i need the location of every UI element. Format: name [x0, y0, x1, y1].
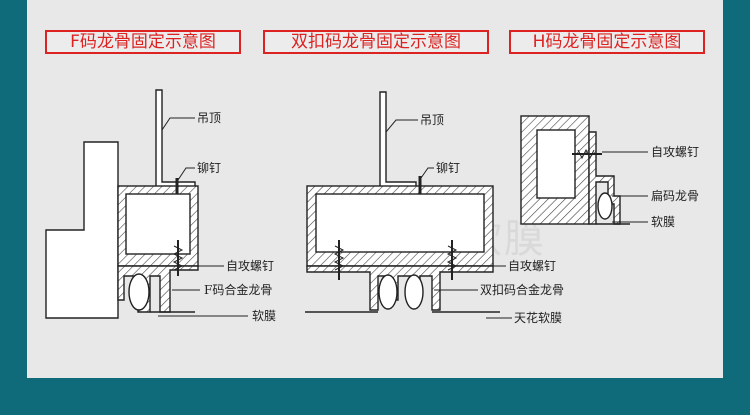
title-f-keel: F码龙骨固定示意图: [45, 30, 241, 54]
membrane-roll-left: [378, 274, 398, 310]
h-keel-diagram: [520, 115, 648, 225]
label-membrane: 软膜: [651, 215, 675, 229]
title-h-keel: H码龙骨固定示意图: [509, 30, 705, 54]
membrane-roll: [128, 273, 150, 311]
self-tapping-screw: [572, 148, 602, 160]
double-keel-diagram: [305, 91, 512, 319]
hanger-bar: [155, 89, 196, 189]
hanger-bar: [379, 91, 417, 189]
label-membrane: 软膜: [252, 309, 276, 323]
self-tapping-screw-left: [333, 240, 345, 280]
label-f-keel: F码合金龙骨: [204, 282, 272, 297]
label-membrane: 天花软膜: [514, 310, 562, 325]
wall-block: [45, 141, 119, 319]
double-keel-base: [306, 265, 494, 311]
label-screw: 自攻螺钉: [651, 145, 699, 159]
label-ceiling: 吊顶: [197, 111, 221, 125]
membrane-roll: [597, 192, 613, 220]
label-screw: 自攻螺钉: [226, 259, 274, 273]
f-keel-diagram: [45, 89, 248, 319]
label-double-keel: 双扣码合金龙骨: [480, 282, 564, 297]
membrane-roll-right: [404, 274, 424, 310]
label-rivet: 铆钉: [436, 160, 460, 175]
label-screw: 自攻螺钉: [508, 259, 556, 273]
label-rivet: 铆钉: [197, 160, 221, 175]
title-double-keel: 双扣码龙骨固定示意图: [263, 30, 489, 54]
label-ceiling: 吊顶: [420, 113, 444, 127]
label-h-keel: 扁码龙骨: [651, 189, 699, 203]
